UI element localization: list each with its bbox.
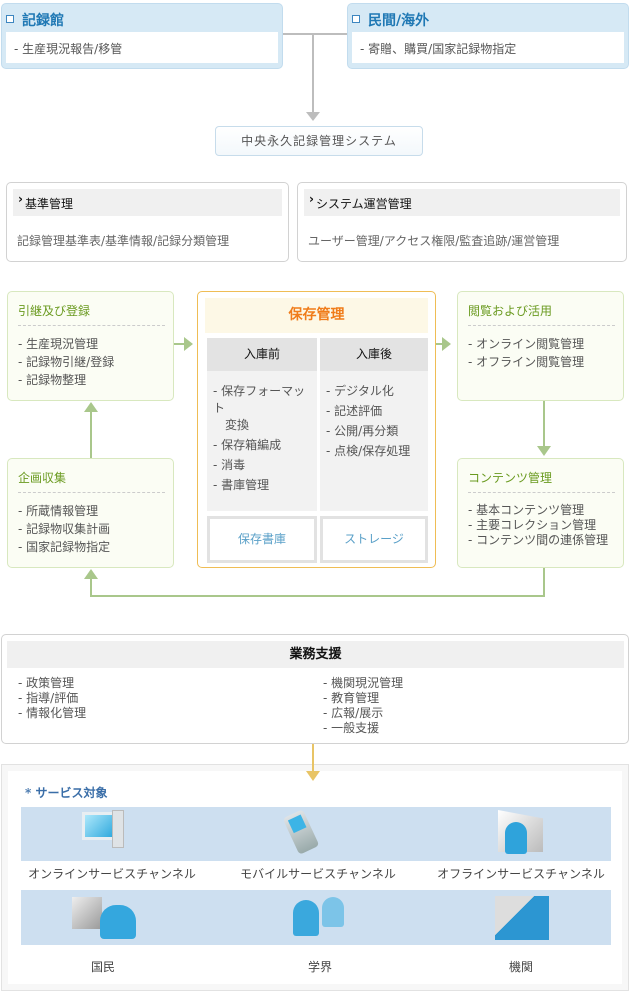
list-item: - オフライン閲覧管理	[468, 355, 585, 369]
connector-line	[312, 33, 314, 113]
list-item: - 記録物引継/登録	[18, 355, 115, 369]
source-item: - 生産現況報告/移管	[6, 32, 278, 63]
arrow-line	[436, 343, 444, 345]
source-title: 記録館	[22, 13, 64, 29]
arrow-right-icon	[442, 337, 451, 351]
box-title: 引継及び登録	[18, 302, 165, 326]
arrow-line	[543, 568, 545, 597]
transfer-box: 引継及び登録 - 生産現況管理 - 記録物引継/登録 - 記録物整理	[7, 291, 174, 401]
service-panel	[1, 764, 629, 991]
contents-box: コンテンツ管理 - 基本コンテンツ管理- 主要コレクション管理- コンテンツ間の…	[457, 458, 624, 568]
list-item: - 点検/保存処理	[326, 444, 411, 458]
arrow-down-icon	[306, 112, 320, 121]
admin-body: 記録管理基準表/基準情報/記録分類管理	[17, 234, 230, 248]
channel-label: モバイルサービスチャンネル	[240, 867, 396, 881]
list-item: - 記述評価	[326, 404, 383, 418]
citizens-people-icon	[100, 905, 136, 939]
arrow-up-icon	[84, 569, 98, 579]
list-item: - コンテンツ間の連係管理	[468, 533, 609, 547]
service-title: * サービス対象	[25, 786, 108, 800]
citizen-computer-icon	[72, 897, 102, 929]
box-title: 閲覧および活用	[468, 302, 615, 326]
target-label: 国民	[90, 960, 115, 974]
computer-tower-icon	[112, 810, 124, 848]
arrow-down-icon	[306, 771, 320, 781]
after-column: 入庫後 - デジタル化 - 記述評価 - 公開/再分類 - 点検/保存処理	[320, 338, 428, 511]
list-item: - 消毒	[213, 458, 246, 472]
arrow-line	[312, 744, 314, 772]
list-item: - 書庫管理	[213, 478, 270, 492]
list-item: - 記録物整理	[18, 373, 87, 387]
support-box: 業務支援 - 政策管理- 指導/評価- 情報化管理 - 機関現況管理- 教育管理…	[1, 634, 629, 744]
list-item: - 一般支援	[323, 721, 380, 735]
list-item: 変換	[213, 418, 250, 432]
list-item: - 主要コレクション管理	[468, 518, 597, 532]
list-item: - 所蔵情報管理	[18, 504, 99, 518]
arrow-right-icon	[184, 337, 193, 351]
box-title: コンテンツ管理	[468, 469, 615, 493]
source-title: 民間/海外	[368, 13, 430, 29]
preservation-box: 保存管理 入庫前 - 保存フォーマット 変換- 保存箱編成- 消毒- 書庫管理 …	[197, 291, 436, 568]
list-item: - 生産現況管理	[18, 337, 99, 351]
list-item: - オンライン閲覧管理	[468, 337, 585, 351]
column-title: 入庫後	[320, 338, 428, 371]
arrow-line	[90, 412, 92, 458]
list-item: - 機関現況管理	[323, 676, 404, 690]
admin-system: システム運営管理 ユーザー管理/アクセス権限/監査追跡/運営管理	[297, 182, 627, 262]
list-item: - 情報化管理	[18, 706, 87, 720]
box-title: 企画収集	[18, 469, 165, 493]
list-item: - 国家記録物指定	[18, 540, 111, 554]
list-item: - 記録物収集計画	[18, 522, 111, 536]
arrow-down-icon	[537, 446, 551, 456]
access-box: 閲覧および活用 - オンライン閲覧管理 - オフライン閲覧管理	[457, 291, 624, 401]
arrow-line	[543, 401, 545, 447]
academia-person-icon	[322, 897, 344, 927]
source-item: - 寄贈、購買/国家記録物指定	[352, 32, 624, 63]
source-archive: 記録館 - 生産現況報告/移管	[1, 3, 283, 69]
target-label: 学界	[307, 960, 332, 974]
channel-label: オフラインサービスチャンネル	[437, 867, 605, 881]
list-item: - 指導/評価	[18, 691, 79, 705]
list-item: - 広報/展示	[323, 706, 384, 720]
institution-building-icon	[495, 896, 549, 940]
arrow-line	[174, 343, 186, 345]
channel-label: オンラインサービスチャンネル	[28, 867, 196, 881]
list-item: - 教育管理	[323, 691, 380, 705]
academia-person-icon	[293, 900, 319, 936]
arrow-up-icon	[84, 402, 98, 412]
before-column: 入庫前 - 保存フォーマット 変換 - 保存箱編成 - 消毒 - 書庫管理	[207, 338, 317, 511]
arrow-line	[90, 578, 92, 596]
list-item: - 保存箱編成	[213, 438, 282, 452]
source-private: 民間/海外 - 寄贈、購買/国家記録物指定	[347, 3, 629, 69]
support-title: 業務支援	[7, 641, 624, 668]
list-item: - 公開/再分類	[326, 424, 399, 438]
admin-standards: 基準管理 記録管理基準表/基準情報/記録分類管理	[6, 182, 289, 262]
arrow-line	[90, 595, 545, 597]
preservation-title: 保存管理	[205, 298, 428, 333]
list-item: - 保存フォーマット	[213, 384, 306, 415]
connector-line	[283, 33, 347, 35]
column-title: 入庫前	[207, 338, 317, 371]
stack-room-box: 保存書庫	[207, 516, 317, 563]
admin-title: システム運営管理	[304, 189, 620, 216]
admin-title: 基準管理	[13, 189, 282, 216]
list-item: - デジタル化	[326, 384, 394, 398]
admin-body: ユーザー管理/アクセス権限/監査追跡/運営管理	[308, 234, 560, 248]
bullet-icon	[6, 15, 14, 23]
person-icon	[505, 822, 527, 854]
list-item: - 基本コンテンツ管理	[468, 503, 585, 517]
list-item: - 政策管理	[18, 676, 75, 690]
bullet-icon	[352, 15, 360, 23]
central-system: 中央永久記録管理システム	[215, 126, 423, 156]
target-label: 機関	[508, 960, 533, 974]
storage-box: ストレージ	[320, 516, 428, 563]
collection-box: 企画収集 - 所蔵情報管理 - 記録物収集計画 - 国家記録物指定	[7, 458, 174, 568]
